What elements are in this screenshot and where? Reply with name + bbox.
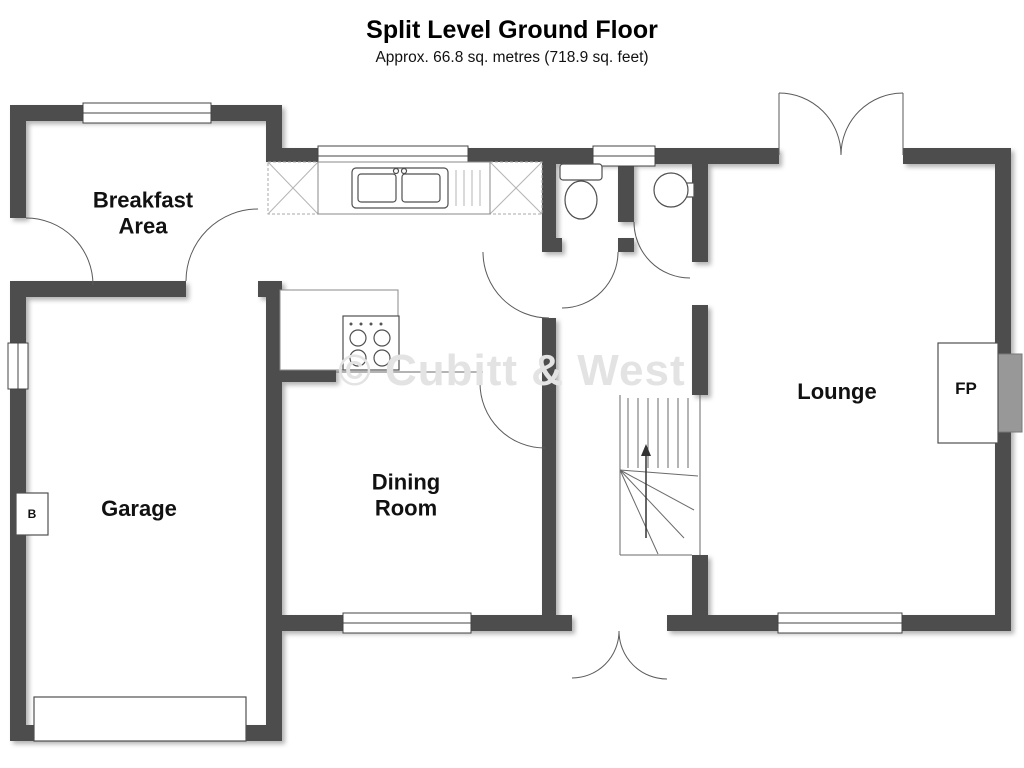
toilet bbox=[559, 163, 603, 220]
fireplace bbox=[937, 342, 999, 444]
stairs bbox=[619, 395, 701, 556]
window-breakfast bbox=[82, 102, 212, 124]
window-dining bbox=[342, 612, 472, 634]
window-garage bbox=[7, 342, 29, 390]
doors bbox=[25, 92, 904, 680]
cloakroom-door bbox=[633, 221, 691, 279]
window-wc bbox=[592, 145, 656, 167]
basin bbox=[653, 172, 695, 208]
plan-title: Split Level Ground Floor bbox=[366, 16, 658, 44]
boiler-label: B bbox=[27, 507, 37, 521]
garage-door bbox=[33, 696, 247, 742]
breakfast-side-door bbox=[25, 217, 94, 286]
window-lounge bbox=[777, 612, 903, 634]
french-door-right bbox=[840, 92, 904, 156]
kitchen-hall-door bbox=[482, 251, 550, 319]
french-door-left bbox=[778, 92, 842, 156]
kitchen-units bbox=[267, 161, 543, 215]
wc-door bbox=[561, 251, 619, 309]
windows bbox=[7, 102, 903, 634]
breakfast-inner-door bbox=[185, 208, 259, 282]
room-label-lounge: Lounge bbox=[797, 378, 877, 404]
kitchen-sink bbox=[317, 161, 491, 215]
entrance-door-right bbox=[618, 630, 668, 680]
kitchen-hob bbox=[279, 289, 483, 373]
kitchen-dining-door bbox=[479, 382, 546, 449]
boiler-box bbox=[15, 492, 49, 536]
entrance-door-left bbox=[571, 630, 620, 679]
chimney-block bbox=[997, 353, 1023, 433]
fireplace-label: FP bbox=[955, 379, 977, 398]
plan-subtitle: Approx. 66.8 sq. metres (718.9 sq. feet) bbox=[375, 49, 649, 66]
room-label-breakfast-area: Breakfast Area bbox=[92, 187, 194, 239]
room-label-dining-room: Dining Room bbox=[371, 469, 441, 521]
room-label-garage: Garage bbox=[101, 495, 177, 521]
